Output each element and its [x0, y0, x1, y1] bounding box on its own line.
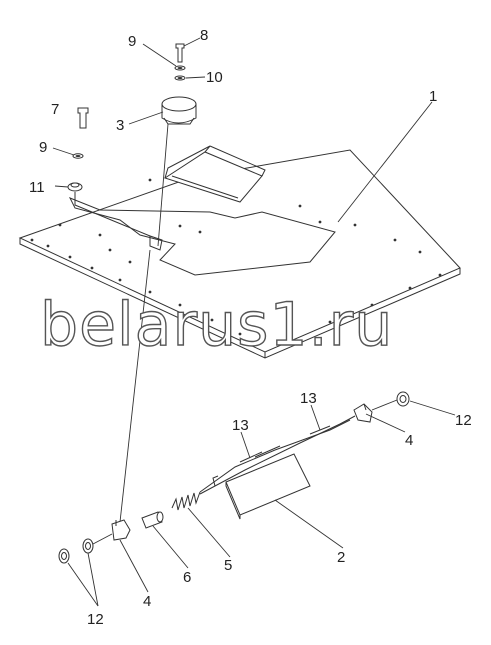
washer-part-10 [174, 75, 186, 81]
floor-plate [18, 145, 461, 359]
callout-11: 11 [29, 179, 45, 196]
callout-7: 7 [51, 101, 59, 118]
callout-12-right: 12 [455, 412, 472, 429]
callout-2: 2 [337, 549, 345, 566]
callout-9-top: 9 [128, 33, 136, 50]
callout-13-right: 13 [300, 390, 317, 407]
callout-8: 8 [200, 27, 208, 44]
washer-part-9-top [174, 65, 186, 71]
callout-4-left: 4 [143, 593, 151, 610]
callout-6: 6 [183, 569, 191, 586]
grommet-part-11 [67, 182, 151, 237]
cable-assembly [199, 415, 356, 495]
bolt-part-8 [175, 43, 185, 63]
bracket-part-4-right [353, 403, 373, 423]
callout-9-left: 9 [39, 139, 47, 156]
washer-part-9-left [72, 153, 84, 159]
callout-10: 10 [206, 69, 223, 86]
callout-1: 1 [429, 88, 437, 105]
callout-13-left: 13 [232, 417, 249, 434]
bolt-part-7 [77, 107, 89, 129]
leader-lines [52, 37, 456, 607]
plate-part-2 [225, 453, 311, 520]
sleeve-part-6 [141, 511, 164, 529]
callout-4-right: 4 [405, 432, 413, 449]
cap-part-3 [157, 96, 197, 247]
callout-3: 3 [116, 117, 124, 134]
callout-12-left: 12 [87, 611, 104, 628]
spring-part-5 [171, 491, 201, 511]
callout-5: 5 [224, 557, 232, 574]
bracket-part-4-left [111, 519, 131, 541]
washers-part-12-left [58, 533, 113, 564]
watermark: belarus1.ru [40, 290, 393, 360]
washer-part-12-right [371, 391, 410, 411]
